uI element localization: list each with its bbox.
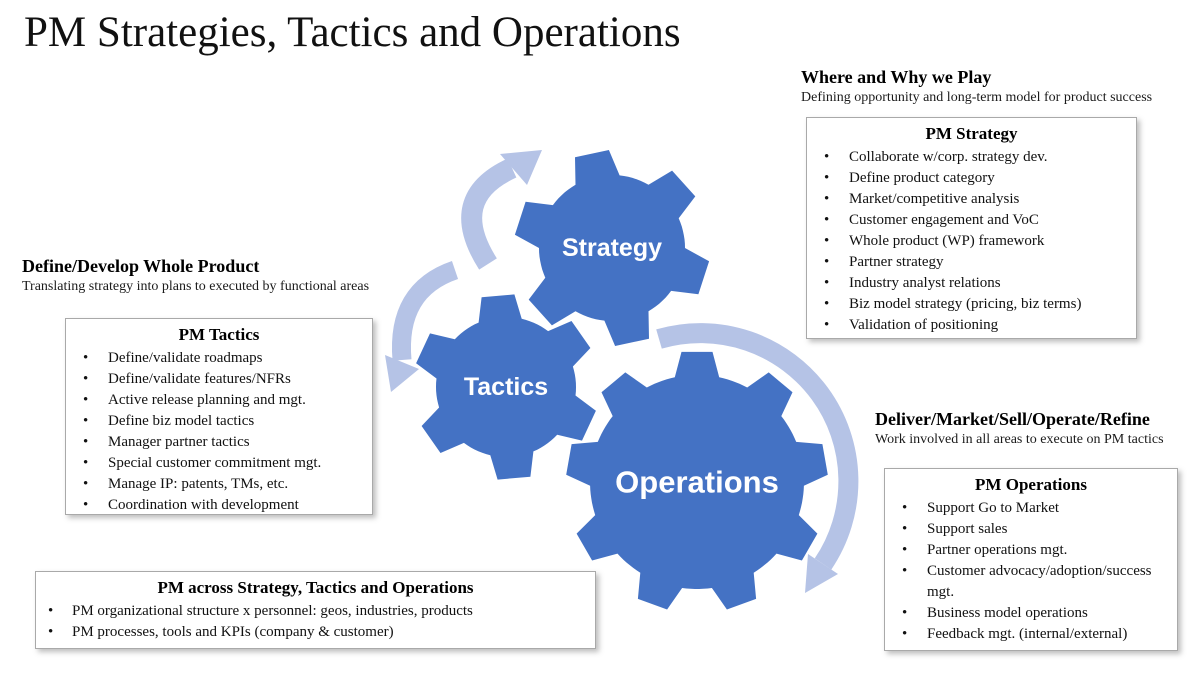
arrow-to-tactics xyxy=(391,261,459,361)
bullet-item: Feedback mgt. (internal/external) xyxy=(885,624,1177,645)
bullet-item: Define biz model tactics xyxy=(66,411,372,432)
operations-callout: Deliver/Market/Sell/Operate/Refine Work … xyxy=(875,408,1195,449)
strategy-heading: Where and Why we Play xyxy=(801,67,992,87)
pm-across-list: PM organizational structure x personnel:… xyxy=(36,601,595,643)
tactics-gear-label: Tactics xyxy=(464,373,548,401)
operations-gear xyxy=(566,351,828,610)
pm-tactics-box: PM Tactics Define/validate roadmapsDefin… xyxy=(65,318,373,516)
bullet-item: Manage IP: patents, TMs, etc. xyxy=(66,474,372,495)
bullet-item: Customer advocacy/adoption/success mgt. xyxy=(885,561,1177,603)
bullet-item: Manager partner tactics xyxy=(66,432,372,453)
bullet-item: Market/competitive analysis xyxy=(807,189,1136,210)
bullet-item: Partner strategy xyxy=(807,252,1136,273)
bullet-item: Biz model strategy (pricing, biz terms) xyxy=(807,294,1136,315)
tactics-heading: Define/Develop Whole Product xyxy=(22,256,260,276)
bullet-item: Validation of positioning xyxy=(807,315,1136,336)
pm-across-box-title: PM across Strategy, Tactics and Operatio… xyxy=(157,578,474,597)
strategy-gear-label: Strategy xyxy=(562,234,662,262)
pm-strategy-list: Collaborate w/corp. strategy dev.Define … xyxy=(807,147,1136,336)
pm-operations-list: Support Go to MarketSupport salesPartner… xyxy=(885,498,1177,645)
pm-across-box: PM across Strategy, Tactics and Operatio… xyxy=(35,571,596,649)
bullet-item: Support sales xyxy=(885,519,1177,540)
pm-tactics-box-title: PM Tactics xyxy=(178,325,260,344)
bullet-item: PM organizational structure x personnel:… xyxy=(36,601,595,622)
pm-strategy-box: PM Strategy Collaborate w/corp. strategy… xyxy=(806,117,1137,339)
strategy-subheading: Defining opportunity and long-term model… xyxy=(801,90,1153,105)
bullet-item: PM processes, tools and KPIs (company & … xyxy=(36,622,595,643)
bullet-item: Partner operations mgt. xyxy=(885,540,1177,561)
pm-tactics-list: Define/validate roadmapsDefine/validate … xyxy=(66,348,372,516)
tactics-callout: Define/Develop Whole Product Translating… xyxy=(22,255,442,296)
bullet-item: Define/validate features/NFRs xyxy=(66,369,372,390)
arrow-to-operations-head-icon xyxy=(805,554,838,593)
pm-operations-box-title: PM Operations xyxy=(975,475,1087,494)
operations-gear-label: Operations xyxy=(615,465,779,500)
bullet-item: Industry analyst relations xyxy=(807,273,1136,294)
bullet-item: Active release planning and mgt. xyxy=(66,390,372,411)
bullet-item: Business model operations xyxy=(885,603,1177,624)
bullet-item: Whole product (WP) framework xyxy=(807,231,1136,252)
pm-operations-box: PM Operations Support Go to MarketSuppor… xyxy=(884,468,1178,651)
operations-subheading: Work involved in all areas to execute on… xyxy=(875,432,1164,447)
operations-heading: Deliver/Market/Sell/Operate/Refine xyxy=(875,409,1150,429)
arrow-to-strategy xyxy=(461,158,517,270)
bullet-item: Define/validate roadmaps xyxy=(66,348,372,369)
strategy-gear xyxy=(514,150,710,346)
strategy-callout: Where and Why we Play Defining opportuni… xyxy=(801,66,1196,107)
bullet-item: Customer engagement and VoC xyxy=(807,210,1136,231)
arrow-to-tactics-head-icon xyxy=(385,355,419,392)
bullet-item: Special customer commitment mgt. xyxy=(66,453,372,474)
bullet-item: Collaborate w/corp. strategy dev. xyxy=(807,147,1136,168)
slide-title: PM Strategies, Tactics and Operations xyxy=(24,9,681,56)
bullet-item: Support Go to Market xyxy=(885,498,1177,519)
pm-strategy-box-title: PM Strategy xyxy=(925,124,1018,143)
bullet-item: Coordination with development xyxy=(66,495,372,516)
tactics-subheading: Translating strategy into plans to execu… xyxy=(22,279,370,294)
bullet-item: Define product category xyxy=(807,168,1136,189)
arrow-to-operations xyxy=(656,323,859,570)
tactics-gear xyxy=(416,294,596,480)
arrow-to-strategy-head-icon xyxy=(500,150,542,185)
